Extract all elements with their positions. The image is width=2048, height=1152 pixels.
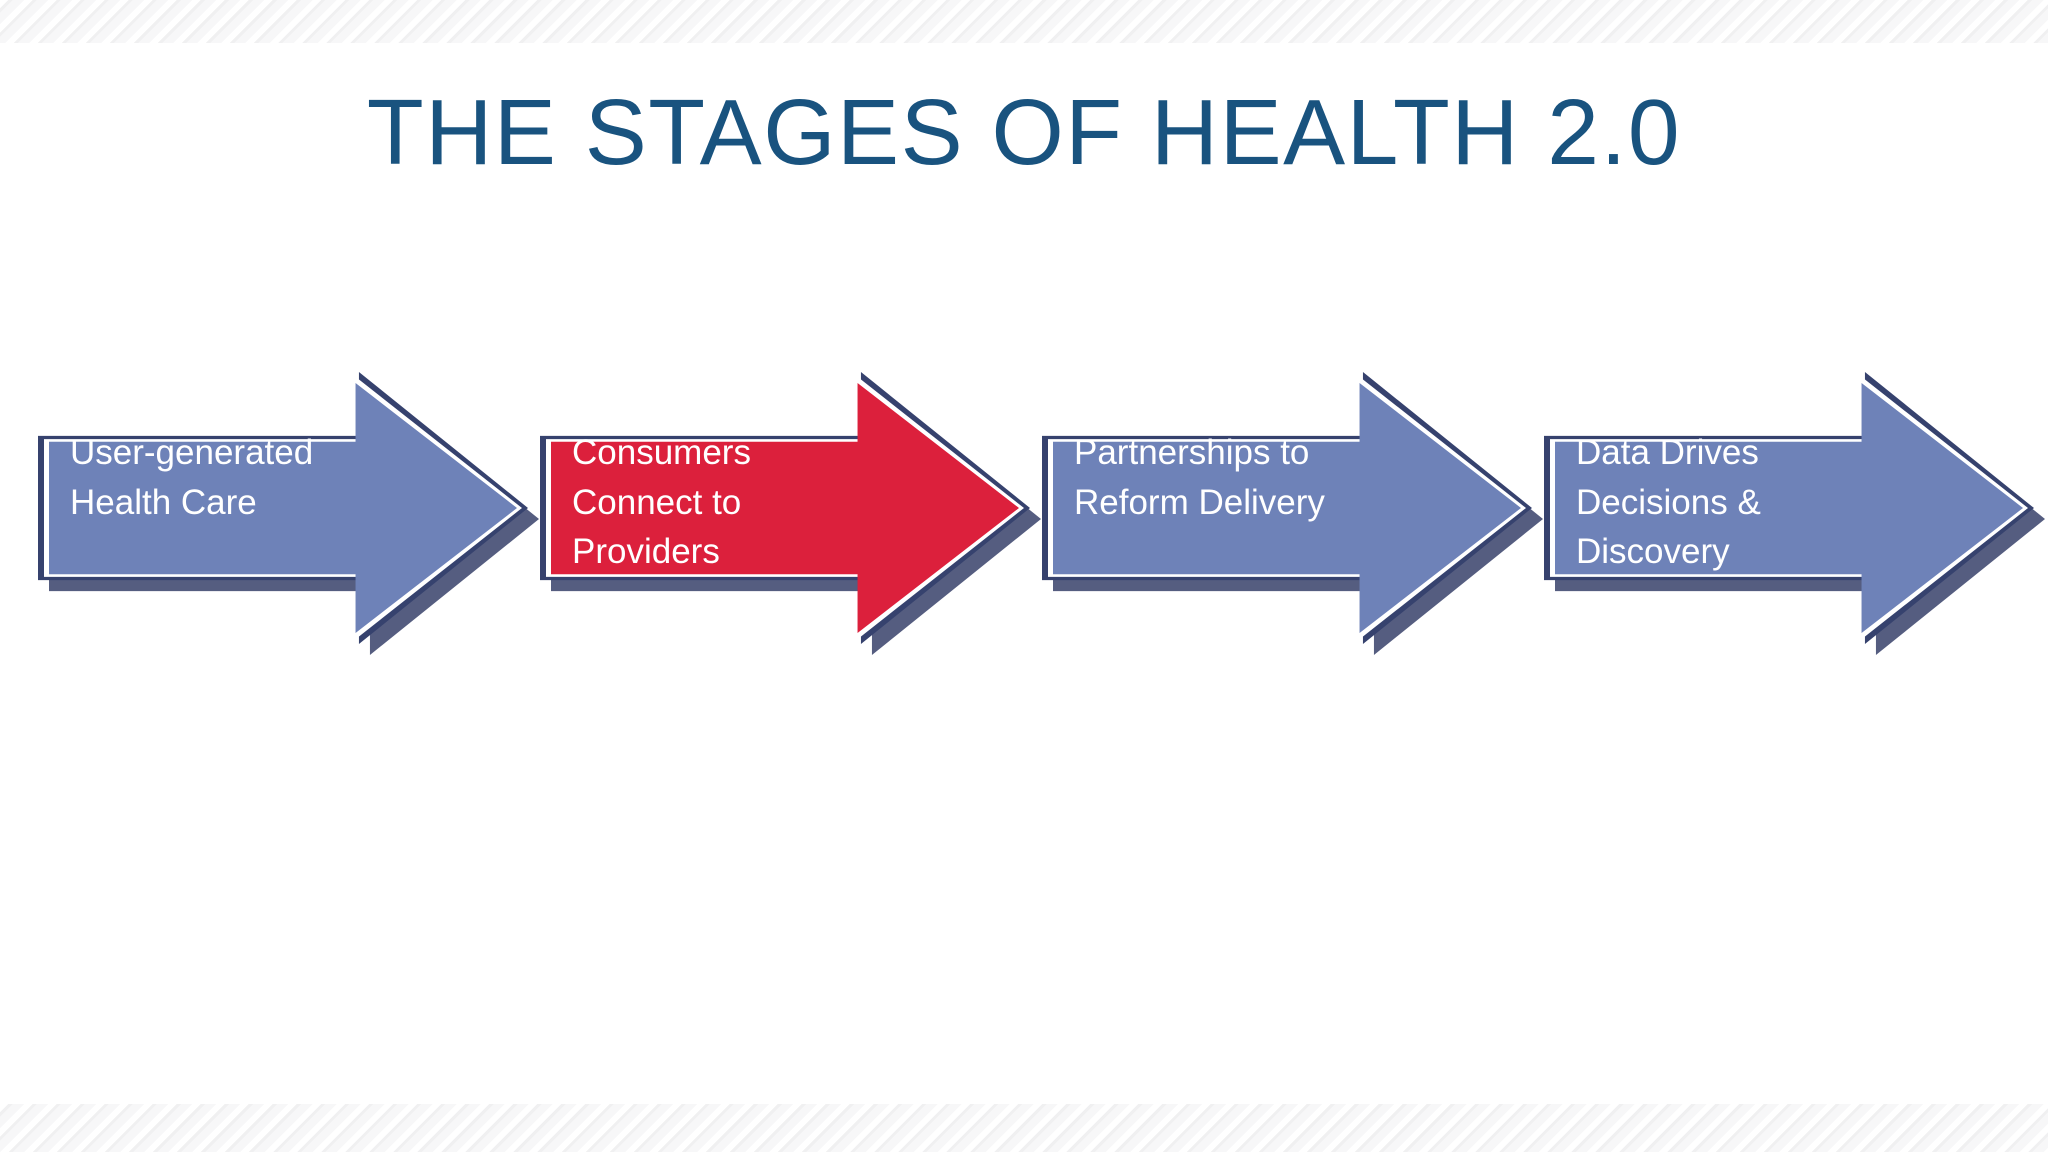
arrow-fill (1053, 383, 1521, 633)
process-arrow-1[interactable]: User-generated Health Care (38, 372, 539, 662)
top-hatch-band (0, 0, 2048, 43)
arrow-fill (551, 383, 1019, 633)
arrow-fill (49, 383, 517, 633)
bottom-hatch-band (0, 1104, 2048, 1152)
process-arrow-4[interactable]: Data Drives Decisions & Discovery (1544, 372, 2045, 662)
page-title: THE STAGES OF HEALTH 2.0 (366, 80, 1682, 184)
process-arrow-row: User-generated Health Care Consumers Con… (0, 372, 2048, 662)
process-arrow-3[interactable]: Partnerships to Reform Delivery (1042, 372, 1543, 662)
arrow-fill (1555, 383, 2023, 633)
process-arrow-2[interactable]: Consumers Connect to Providers (540, 372, 1041, 662)
